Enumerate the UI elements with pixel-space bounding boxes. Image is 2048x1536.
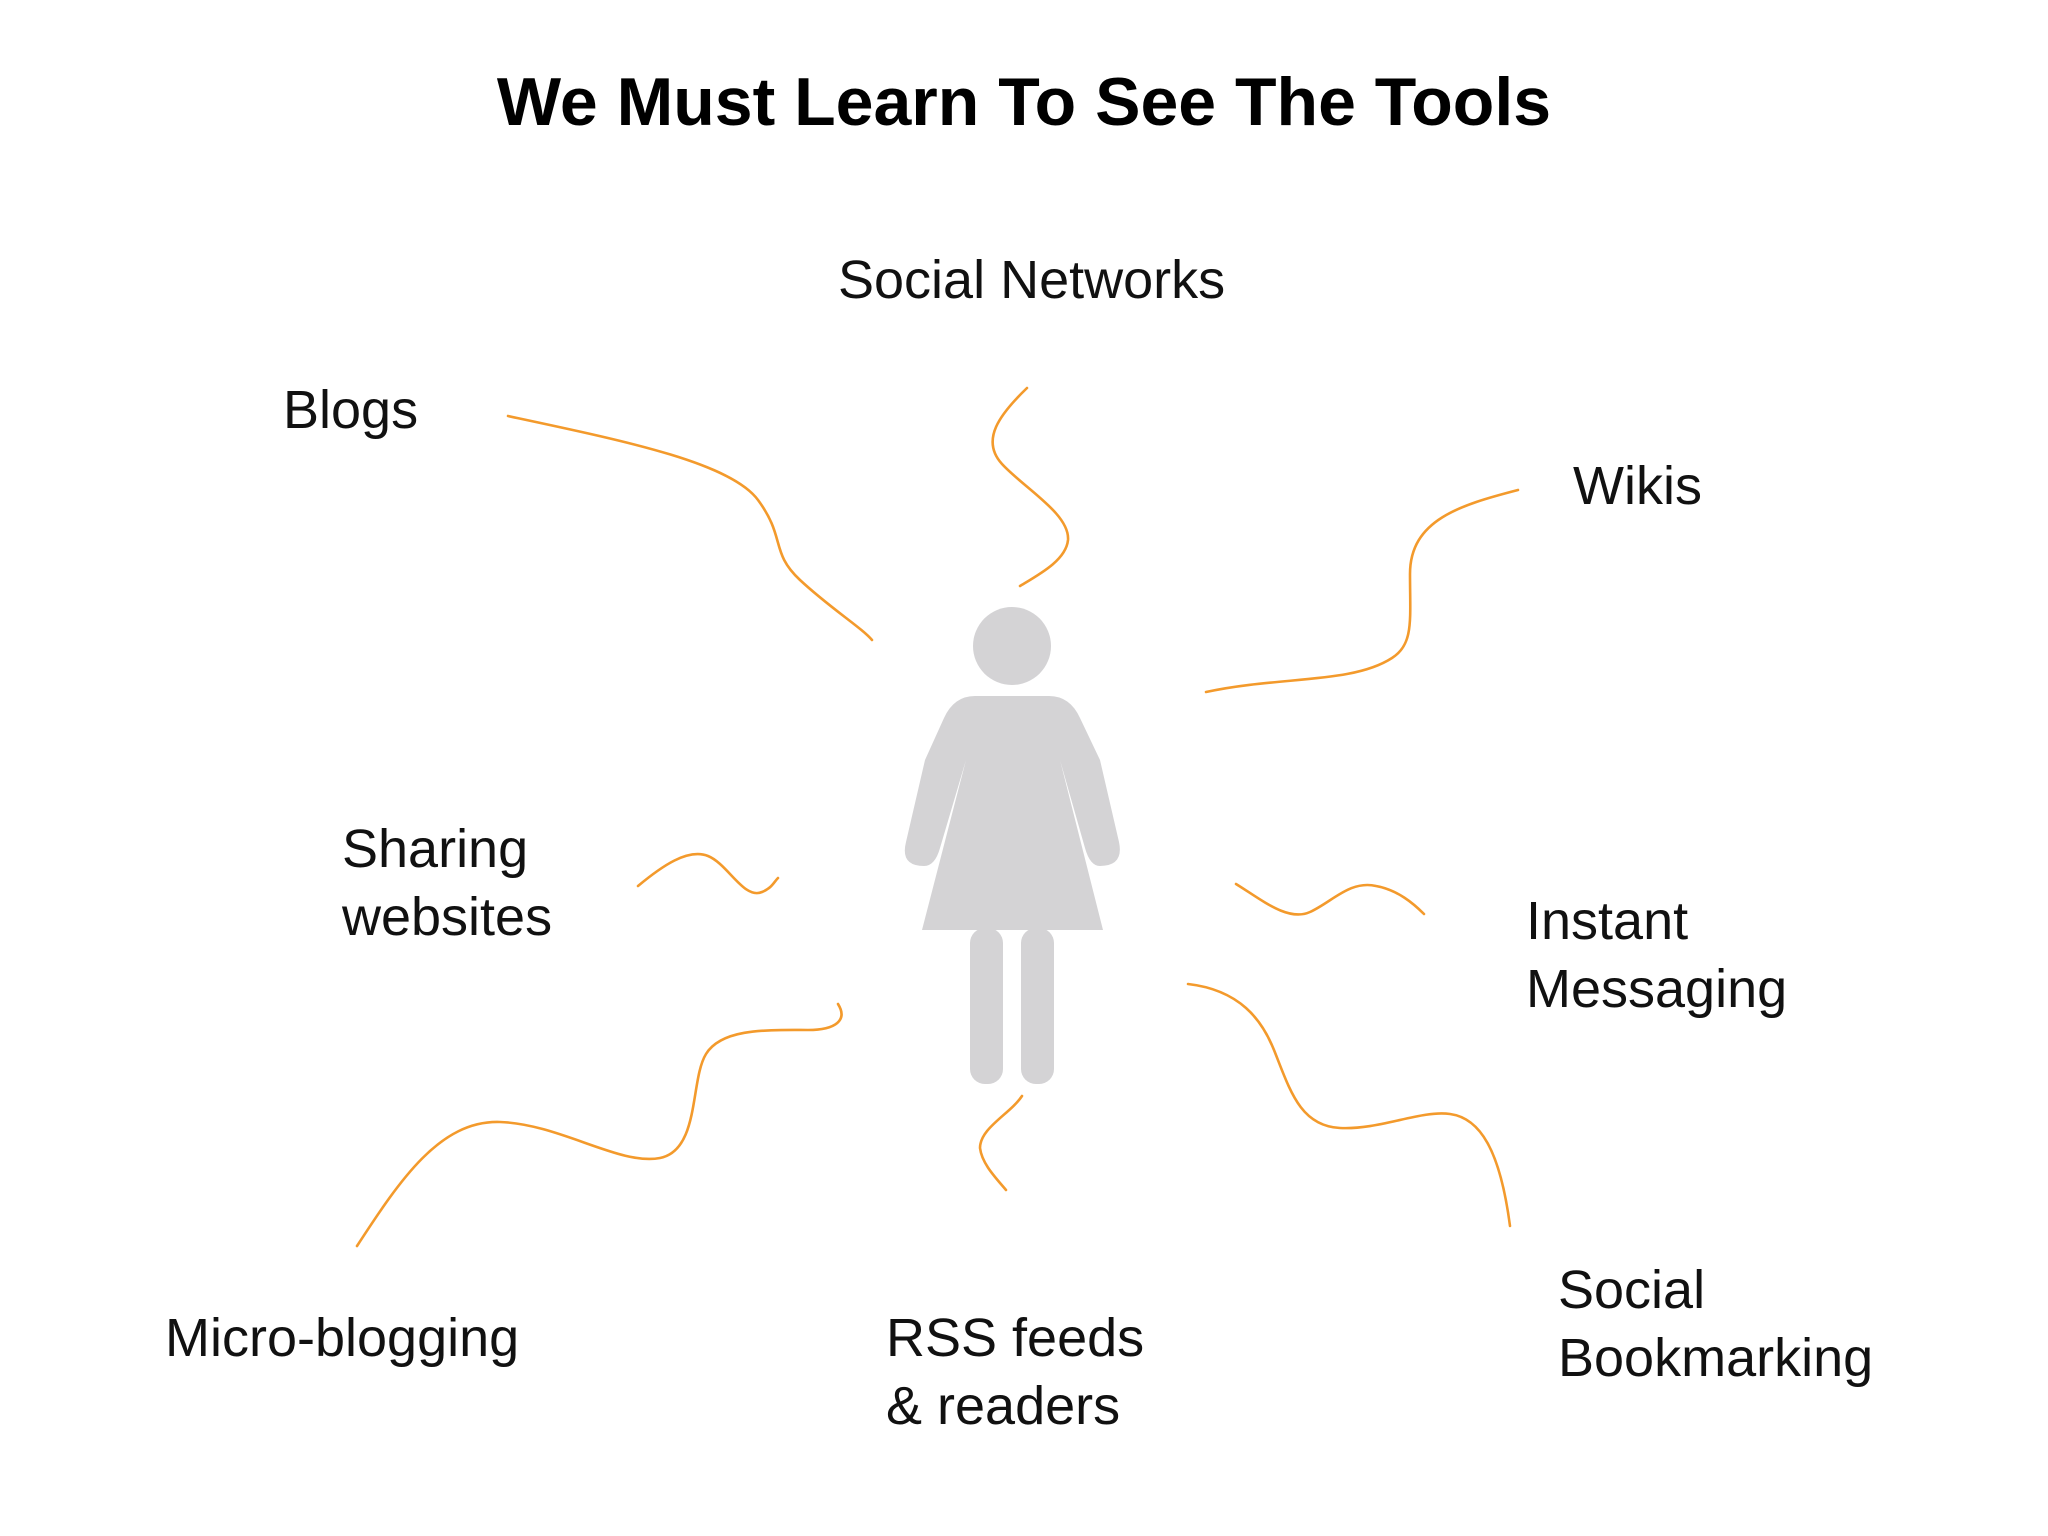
connector-rss-feeds bbox=[978, 1094, 1024, 1192]
label-line: RSS feeds bbox=[886, 1308, 1145, 1368]
woman-figure-icon bbox=[904, 607, 1120, 1084]
label-line: & readers bbox=[886, 1376, 1121, 1436]
figure-right-leg bbox=[1021, 928, 1054, 1084]
label-sharing-websites: Sharing websites bbox=[342, 815, 552, 951]
label-wikis: Wikis bbox=[1573, 452, 1702, 520]
connector-social-networks bbox=[991, 386, 1070, 588]
label-line: Messaging bbox=[1526, 959, 1788, 1019]
label-micro-blogging: Micro-blogging bbox=[165, 1304, 519, 1372]
label-line: Blogs bbox=[283, 380, 419, 440]
label-line: Social bbox=[1558, 1260, 1706, 1320]
label-line: Social Networks bbox=[838, 250, 1226, 310]
label-blogs: Blogs bbox=[283, 376, 418, 444]
label-line: Instant bbox=[1526, 891, 1689, 951]
label-social-bookmarking: Social Bookmarking bbox=[1558, 1256, 1873, 1392]
label-line: Sharing bbox=[342, 819, 529, 879]
figure-dress bbox=[904, 696, 1120, 930]
label-line: Micro-blogging bbox=[165, 1308, 520, 1368]
label-instant-messaging: Instant Messaging bbox=[1526, 887, 1787, 1023]
connector-instant-messaging bbox=[1234, 882, 1426, 916]
connector-social-bookmarking bbox=[1186, 982, 1512, 1228]
label-line: Wikis bbox=[1573, 456, 1702, 516]
figure-head bbox=[973, 607, 1051, 685]
connector-micro-blogging bbox=[355, 1002, 843, 1248]
label-line: Bookmarking bbox=[1558, 1328, 1874, 1388]
label-line: websites bbox=[342, 887, 553, 947]
label-social-networks: Social Networks bbox=[838, 246, 1225, 314]
connector-wikis bbox=[1204, 488, 1520, 694]
slide-title: We Must Learn To See The Tools bbox=[496, 64, 1552, 140]
connector-blogs bbox=[506, 414, 874, 642]
connector-sharing-websites bbox=[636, 852, 780, 895]
label-rss-feeds: RSS feeds & readers bbox=[886, 1304, 1144, 1440]
figure-left-leg bbox=[970, 928, 1003, 1084]
